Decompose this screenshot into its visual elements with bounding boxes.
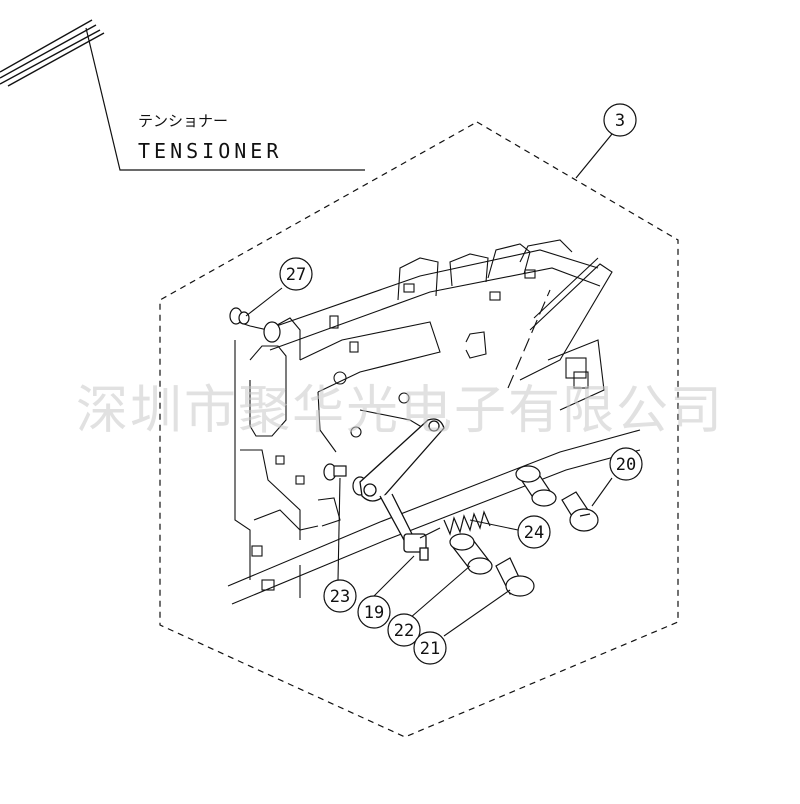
callout-27: 27 [279, 257, 313, 291]
callout-21: 21 [413, 631, 447, 665]
callout-22-label: 22 [394, 621, 414, 641]
watermark-text: 深圳市聚华光电子有限公司 [76, 381, 724, 441]
title-english: TENSIONER [138, 139, 282, 163]
assembly-boundary [159, 121, 679, 738]
callout-3-leader [575, 133, 613, 179]
callout-leaders [245, 287, 613, 637]
callout-23-label: 23 [330, 587, 350, 607]
title-japanese: テンショナー [138, 112, 228, 130]
callout-20: 20 [609, 447, 643, 481]
part-22-roller [449, 533, 493, 575]
callout-23: 23 [323, 579, 357, 613]
frame-body [227, 239, 641, 605]
belt-lines [0, 19, 105, 87]
callout-22: 22 [387, 613, 421, 647]
callout-24-label: 24 [524, 523, 544, 543]
callout-21-label: 21 [420, 639, 440, 659]
callout-19-label: 19 [364, 603, 384, 623]
callout-20-label: 20 [616, 455, 636, 475]
title-leader [85, 27, 365, 171]
part-21-pin [495, 557, 535, 597]
part-27-washer [229, 307, 281, 343]
callout-27-label: 27 [286, 265, 306, 285]
callout-19: 19 [357, 595, 391, 629]
callout-24: 24 [517, 515, 551, 549]
part-19-arm [359, 418, 445, 561]
callout-3-label: 3 [615, 111, 625, 131]
part-24-spring [419, 510, 491, 539]
part-20-roller-bolt [515, 465, 599, 532]
callout-3-circle [603, 103, 637, 137]
